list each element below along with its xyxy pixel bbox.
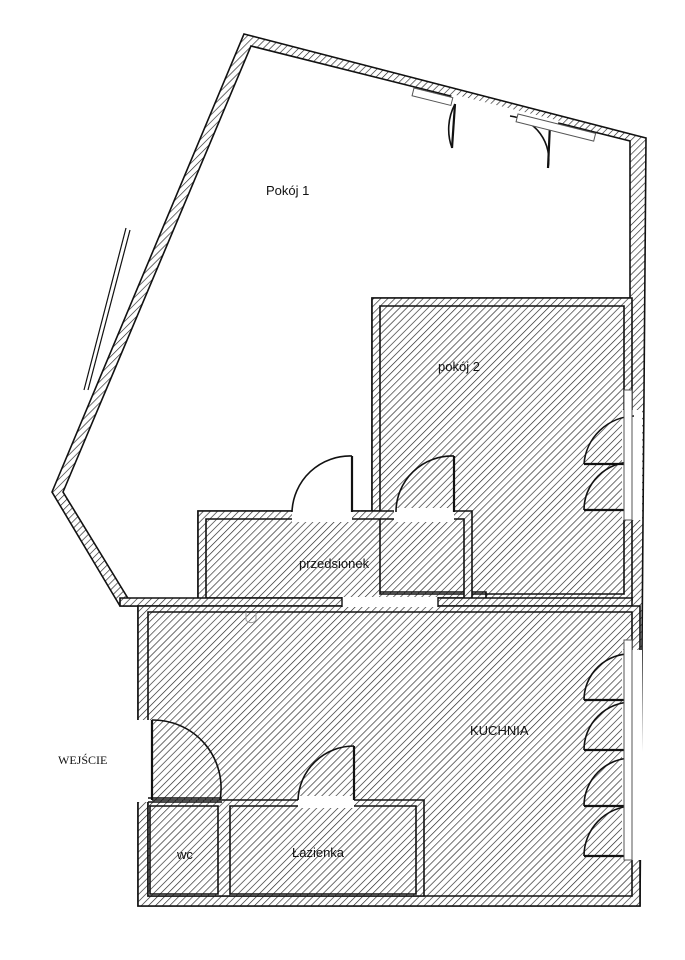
room-label-pokoj2: pokój 2 — [438, 359, 480, 374]
door-arc — [447, 103, 456, 149]
room-label-pokoj1: Pokój 1 — [266, 183, 309, 198]
door-arc — [291, 455, 353, 513]
room-label-kuchnia: KUCHNIA — [470, 723, 529, 738]
door-arc — [395, 455, 455, 513]
room-label-wc: wc — [176, 847, 193, 862]
room-label-przedsionek: przedsionek — [299, 556, 370, 571]
entrance-label: WEJŚCIE — [58, 753, 107, 767]
door-arc — [583, 757, 633, 807]
door-arc — [297, 745, 355, 801]
door-arc — [583, 805, 633, 857]
room-label-lazienka: Łazienka — [292, 845, 345, 860]
entrance-door-arc — [151, 719, 222, 801]
door-arc — [583, 701, 633, 751]
door-arc — [583, 461, 633, 511]
door-arc — [583, 653, 633, 701]
